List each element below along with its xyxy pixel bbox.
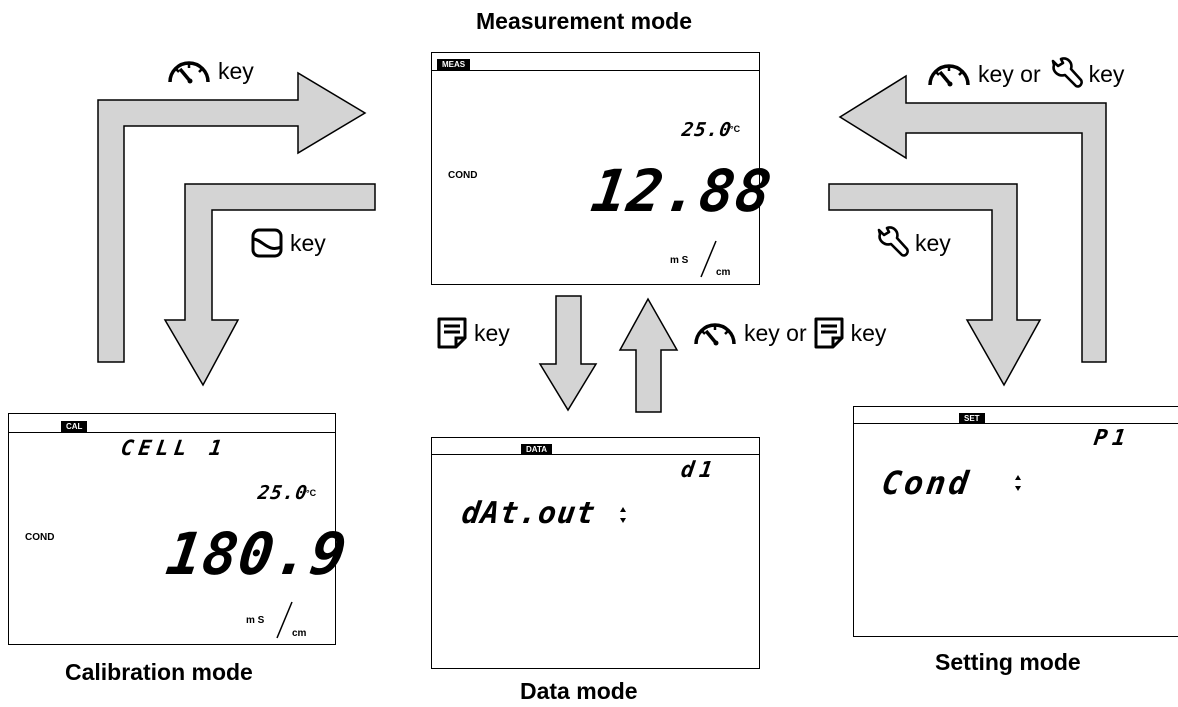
mode-badge: CAL bbox=[61, 421, 88, 432]
setting-screen: SET P1 Cond bbox=[853, 406, 1178, 637]
temperature-value: 25.0 bbox=[680, 119, 734, 141]
temperature-value: 25.0 bbox=[256, 482, 310, 504]
unit-slash bbox=[700, 240, 717, 278]
mode-badge: DATA bbox=[521, 444, 553, 455]
arrow-meas-to-data bbox=[538, 295, 598, 412]
arrow-meas-to-cal bbox=[163, 183, 376, 387]
key-label-text: key or bbox=[744, 319, 807, 346]
key-label-meas-to-setting: key bbox=[867, 226, 951, 260]
key-label-data-to-meas: key or key bbox=[686, 316, 886, 350]
memo-icon bbox=[437, 317, 467, 349]
gauge-icon bbox=[694, 323, 736, 346]
setting-menu-item: Cond bbox=[879, 464, 974, 502]
parameter-label: COND bbox=[448, 170, 478, 181]
unit-denominator: cm bbox=[716, 267, 731, 278]
measured-value: 180.9 bbox=[162, 520, 352, 588]
data-mode-caption: Data mode bbox=[520, 678, 638, 704]
wrench-icon bbox=[1051, 57, 1083, 88]
key-label-text: key bbox=[915, 229, 951, 256]
mode-badge: SET bbox=[959, 413, 985, 424]
up-down-indicator bbox=[1015, 475, 1021, 491]
measurement-screen: MEAS 25.0 °C COND 12.88 m S cm bbox=[431, 52, 776, 285]
arrow-data-to-meas bbox=[618, 297, 679, 413]
calibration-step: CELL 1 bbox=[119, 436, 229, 460]
calibration-screen: CAL CELL 1 25.0 °C COND 180.9 m S cm bbox=[8, 413, 351, 645]
measurement-mode-caption: Measurement mode bbox=[476, 8, 693, 34]
arrow-meas-to-setting bbox=[828, 183, 1042, 387]
unit-numerator: m S bbox=[246, 615, 265, 626]
data-menu-item: dAt.out bbox=[459, 496, 598, 531]
mode-badge: MEAS bbox=[437, 59, 471, 70]
unit-numerator: m S bbox=[670, 255, 689, 266]
up-down-indicator bbox=[620, 507, 626, 523]
gauge-icon bbox=[928, 64, 970, 87]
key-label-setting-to-meas: key or key bbox=[920, 57, 1124, 91]
data-screen: DATA d1 dAt.out bbox=[431, 437, 760, 669]
wrench-icon bbox=[877, 226, 909, 257]
calibration-mode-caption: Calibration mode bbox=[65, 659, 253, 685]
unit-slash bbox=[276, 601, 293, 639]
key-label-text: key bbox=[850, 319, 887, 346]
temperature-unit: °C bbox=[730, 124, 741, 134]
key-label-text: key bbox=[1088, 60, 1125, 87]
memo-icon bbox=[814, 317, 844, 349]
key-label-text: key or bbox=[978, 60, 1041, 87]
key-label-text: key bbox=[290, 229, 326, 256]
measured-value: 12.88 bbox=[587, 157, 777, 225]
key-label-cal-entry: key bbox=[244, 227, 326, 259]
setting-mode-caption: Setting mode bbox=[935, 649, 1081, 675]
parameter-label: COND bbox=[25, 532, 55, 543]
key-label-text: key bbox=[218, 57, 254, 84]
key-label-text: key bbox=[474, 319, 510, 346]
arrow-cal-to-meas bbox=[97, 71, 367, 363]
key-label-meas-to-data: key bbox=[430, 316, 510, 350]
arrow-setting-to-meas bbox=[838, 74, 1107, 363]
data-number: d1 bbox=[679, 458, 720, 483]
beaker-icon bbox=[251, 228, 283, 258]
setting-page: P1 bbox=[1092, 426, 1133, 451]
gauge-icon bbox=[168, 61, 210, 84]
unit-denominator: cm bbox=[292, 628, 307, 639]
key-label-meas-from-cal: key bbox=[160, 57, 254, 85]
temperature-unit: °C bbox=[306, 488, 317, 498]
